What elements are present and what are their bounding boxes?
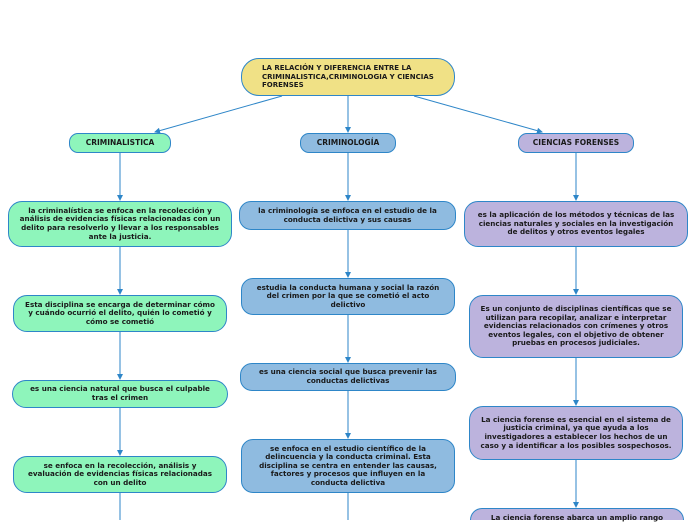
branch-ciencias-forenses[interactable]: CIENCIAS FORENSES: [518, 133, 634, 153]
node-text: la criminalística se enfoca en la recole…: [19, 205, 221, 241]
node-text: Es un conjunto de disciplinas científica…: [480, 304, 672, 348]
ciencias-forenses-item-3[interactable]: La ciencia forense es esencial en el sis…: [469, 406, 683, 460]
node-text: La ciencia forense abarca un amplio rang…: [490, 513, 664, 522]
criminologia-item-3[interactable]: es una ciencia social que busca prevenir…: [240, 363, 456, 391]
root-title: LA RELACIÓN Y DIFERENCIA ENTRE LA CRIMIN…: [262, 64, 434, 90]
branch-label: CIENCIAS FORENSES: [532, 137, 620, 147]
node-text: es una ciencia natural que busca el culp…: [30, 384, 210, 402]
node-text: es una ciencia social que busca prevenir…: [259, 367, 437, 385]
branch-criminalistica[interactable]: CRIMINALISTICA: [69, 133, 171, 153]
criminalistica-item-4[interactable]: se enfoca en la recolección, análisis y …: [13, 456, 227, 493]
branch-label: CRIMINALISTICA: [85, 137, 155, 147]
branch-label: CRIMINOLOGÍA: [316, 137, 380, 147]
node-text: es la aplicación de los métodos y técnic…: [477, 210, 675, 237]
node-text: Esta disciplina se encarga de determinar…: [25, 299, 215, 326]
ciencias-forenses-item-1[interactable]: es la aplicación de los métodos y técnic…: [464, 201, 688, 247]
criminologia-item-4[interactable]: se enfoca en el estudio científico de la…: [241, 439, 455, 493]
criminalistica-item-1[interactable]: la criminalística se enfoca en la recole…: [8, 201, 232, 247]
criminalistica-item-2[interactable]: Esta disciplina se encarga de determinar…: [13, 295, 227, 332]
branch-criminologia[interactable]: CRIMINOLOGÍA: [300, 133, 396, 153]
criminalistica-item-3[interactable]: es una ciencia natural que busca el culp…: [12, 380, 228, 408]
node-text: se enfoca en la recolección, análisis y …: [27, 460, 213, 487]
ciencias-forenses-item-4[interactable]: La ciencia forense abarca un amplio rang…: [470, 508, 684, 522]
ciencias-forenses-item-2[interactable]: Es un conjunto de disciplinas científica…: [469, 295, 683, 358]
link-root-criminalistica: [154, 95, 283, 134]
criminologia-item-2[interactable]: estudia la conducta humana y social la r…: [241, 278, 455, 315]
node-text: la criminología se enfoca en el estudio …: [258, 205, 437, 224]
node-text: estudia la conducta humana y social la r…: [256, 282, 440, 309]
link-root-ciencias-forenses: [413, 95, 543, 134]
node-text: se enfoca en el estudio científico de la…: [259, 443, 437, 487]
criminologia-item-1[interactable]: la criminología se enfoca en el estudio …: [239, 201, 456, 230]
root-node[interactable]: LA RELACIÓN Y DIFERENCIA ENTRE LA CRIMIN…: [241, 58, 455, 96]
node-text: La ciencia forense es esencial en el sis…: [480, 414, 672, 450]
